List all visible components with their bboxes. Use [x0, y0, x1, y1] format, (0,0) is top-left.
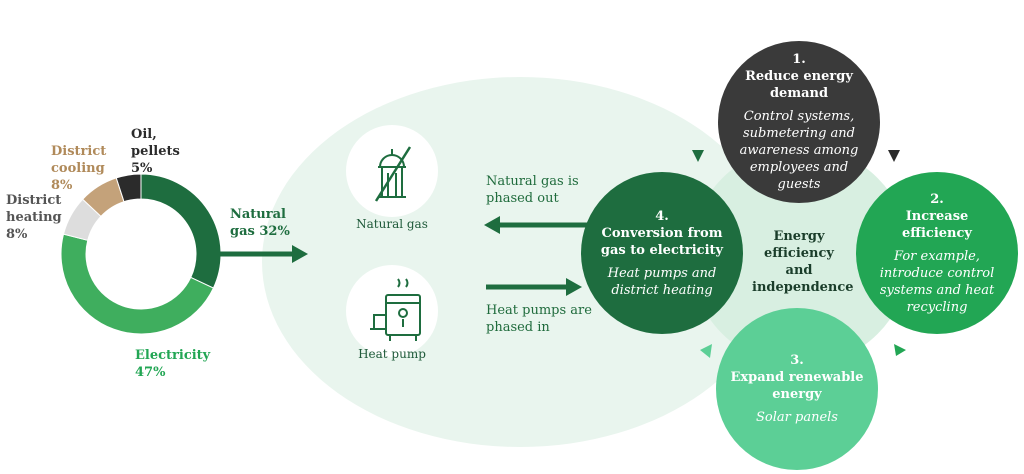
cycle-arrowhead-bottom-left	[700, 344, 712, 358]
slice-electricity	[60, 233, 215, 335]
pump-in-arrow-head	[566, 278, 582, 296]
label-district-heating: District heating 8%	[6, 193, 62, 242]
energy-mix-donut	[60, 173, 222, 335]
label-natural-gas: Natural gas 32%	[230, 207, 290, 239]
natural-gas-card: Natural gas	[346, 125, 438, 231]
step-2-number: 2.	[930, 191, 944, 207]
natural-gas-caption: Natural gas	[356, 217, 428, 231]
cycle-arrowhead-top-left	[692, 150, 704, 162]
step-1-number: 1.	[792, 52, 806, 67]
gas-out-arrow-head	[484, 216, 500, 234]
step-1-title: Reduce energy demand	[745, 69, 853, 101]
donut-arrow-head	[292, 245, 308, 263]
label-oil-pellets: Oil, pellets 5%	[131, 127, 180, 176]
cycle-ring	[690, 146, 910, 366]
step-4-title: Conversion from gas to electricity	[600, 225, 724, 258]
label-electricity: Electricity 47%	[135, 348, 211, 380]
step-1-description: Control systems, submetering and awarene…	[739, 109, 859, 192]
step-4-description: Heat pumps and district heating	[607, 265, 717, 298]
slice-oil-pellets	[115, 173, 142, 203]
step-2-title: Increase efficiency	[902, 208, 972, 241]
step-4-number: 4.	[655, 208, 669, 224]
step-2-description: For example, introduce control systems a…	[879, 248, 995, 315]
heat-pumps-phased-in-text: Heat pumps are phased in	[486, 303, 592, 335]
gas-tank-icon	[374, 146, 412, 202]
step-expand-renewable: 3. Expand renewable energy Solar panels	[716, 308, 878, 470]
step-3-title: Expand renewable energy	[730, 370, 864, 402]
step-conversion-gas-to-electricity: 4. Conversion from gas to electricity He…	[581, 172, 743, 334]
cycle-arrowhead-top-right	[888, 150, 900, 162]
gas-phased-out-text: Natural gas is phased out	[486, 174, 579, 206]
label-district-cooling: District cooling 8%	[51, 144, 107, 193]
heat-pump-icon	[370, 278, 421, 341]
step-3-description: Solar panels	[756, 410, 838, 425]
cycle-arrowhead-bottom-right	[894, 344, 906, 356]
cycle-center-label: Energy efficiency and independence	[752, 229, 854, 295]
step-reduce-demand: 1. Reduce energy demand Control systems,…	[718, 41, 880, 203]
heat-pump-caption: Heat pump	[358, 347, 426, 361]
slice-natural-gas	[140, 173, 222, 289]
heat-pump-card: Heat pump	[346, 265, 438, 361]
step-3-number: 3.	[790, 353, 804, 368]
step-increase-efficiency: 2. Increase efficiency For example, intr…	[856, 172, 1018, 334]
